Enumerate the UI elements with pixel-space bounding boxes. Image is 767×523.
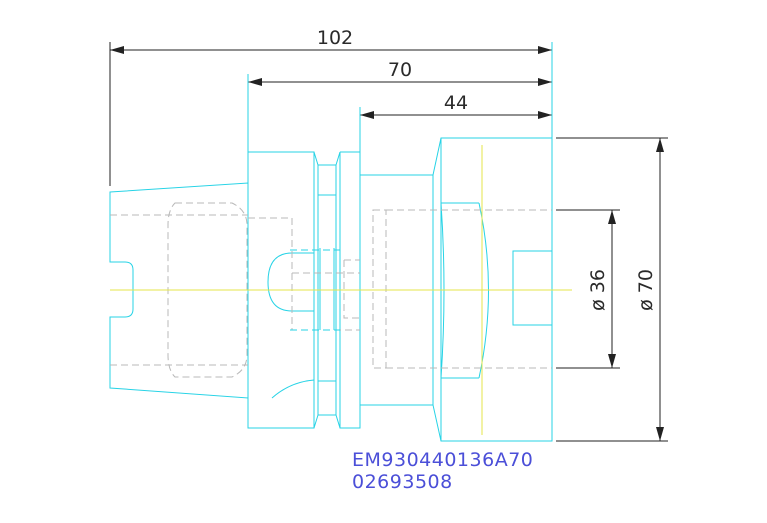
dimension-label-44: 44 <box>444 92 468 114</box>
dimension-outer-diameter: ø 70 <box>556 137 668 442</box>
dimension-body-length: 44 <box>359 42 553 175</box>
order-code-label: 02693508 <box>352 471 453 493</box>
dimension-label-102: 102 <box>317 27 353 49</box>
part-number-label: EM930440136A70 <box>352 449 533 471</box>
center-lines <box>110 145 572 435</box>
dimension-overall-length: 102 <box>109 27 552 186</box>
dimension-label-outer-70: ø 70 <box>635 269 657 311</box>
dimension-label-70: 70 <box>388 59 412 81</box>
dimension-label-bore-36: ø 36 <box>587 269 609 311</box>
dimension-flange-length: 70 <box>247 59 552 152</box>
dimension-bore-diameter: ø 36 <box>556 209 620 369</box>
hidden-lines <box>110 202 552 378</box>
